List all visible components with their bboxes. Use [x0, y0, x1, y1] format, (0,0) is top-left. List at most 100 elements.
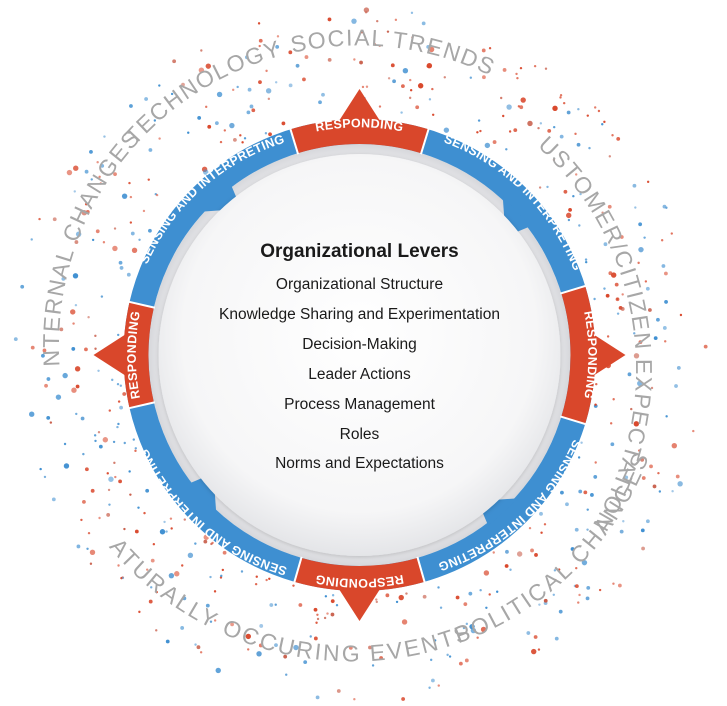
scatter-dot [348, 645, 353, 650]
scatter-dot [417, 83, 424, 89]
scatter-dot [433, 639, 437, 642]
scatter-dot [302, 77, 306, 82]
scatter-dot [638, 222, 643, 227]
scatter-dot [249, 104, 254, 109]
scatter-dot [603, 242, 608, 247]
scatter-dot [428, 686, 431, 689]
scatter-dot [537, 648, 541, 651]
scatter-dot [431, 113, 435, 117]
scatter-dot [108, 503, 111, 506]
scatter-dot [147, 178, 150, 181]
scatter-dot [439, 606, 443, 609]
scatter-dot [658, 490, 662, 493]
scatter-dot [118, 260, 123, 265]
scatter-dot [112, 440, 116, 444]
scatter-dot [633, 353, 640, 359]
scatter-dot [118, 479, 122, 484]
scatter-dot [502, 68, 507, 72]
scatter-dot [146, 568, 149, 571]
responding-arrow-right [592, 333, 626, 377]
scatter-dot [574, 584, 579, 589]
scatter-dot [82, 452, 85, 456]
scatter-dot [662, 204, 667, 209]
scatter-dot [313, 607, 318, 612]
scatter-dot [46, 416, 51, 420]
scatter-dot [187, 131, 190, 134]
scatter-dot [72, 322, 75, 325]
scatter-dot [534, 553, 538, 557]
scatter-dot [119, 405, 123, 410]
scatter-dot [138, 610, 141, 614]
scatter-dot [431, 678, 435, 683]
scatter-dot [567, 218, 571, 222]
scatter-dot [38, 217, 41, 221]
scatter-dot [304, 55, 309, 59]
scatter-dot [517, 105, 521, 108]
scatter-dot [197, 116, 202, 120]
cycle-arrows [93, 89, 626, 621]
scatter-dot [578, 224, 581, 227]
scatter-dot [371, 664, 375, 667]
scatter-dot [134, 447, 137, 450]
responding-label-left: RESPONDING [125, 310, 143, 400]
scatter-dot [267, 97, 271, 101]
scatter-dot [181, 82, 185, 87]
scatter-dot [415, 105, 420, 110]
scatter-dot [656, 317, 660, 322]
scatter-dot [504, 564, 509, 568]
scatter-dot [169, 517, 173, 520]
scatter-dot [336, 689, 341, 693]
scatter-dot [134, 529, 139, 534]
scatter-dot [113, 461, 116, 465]
scatter-dot [293, 644, 299, 651]
scatter-dot [637, 261, 640, 265]
scatter-dot [411, 36, 414, 39]
scatter-dot [679, 313, 683, 317]
scatter-dot [90, 178, 93, 181]
scatter-dot [84, 169, 89, 174]
scatter-dot [246, 110, 251, 115]
scatter-dot [106, 513, 111, 517]
scatter-dot [130, 231, 135, 236]
responding-segment-bottom [294, 557, 425, 592]
scatter-dot [492, 551, 495, 554]
scatter-dot [619, 235, 624, 239]
scatter-dot [203, 539, 208, 544]
scatter-dot [547, 128, 552, 133]
scatter-dot [292, 584, 295, 587]
scatter-dot [463, 602, 468, 607]
scatter-dot [580, 441, 583, 444]
scatter-dot [84, 203, 88, 206]
scatter-dot [562, 101, 566, 105]
responding-segment-left [123, 301, 154, 409]
scatter-dot [318, 100, 322, 105]
scatter-dot [61, 277, 66, 281]
scatter-dot [81, 209, 87, 216]
scatter-dot [538, 603, 541, 606]
scatter-dot [315, 695, 320, 700]
responding-arrow-left [93, 333, 127, 377]
scatter-dot [285, 673, 288, 676]
scatter-dot [155, 590, 158, 594]
scatter-dot [560, 490, 564, 495]
scatter-dot [577, 601, 580, 604]
scatter-dot [610, 272, 617, 278]
scatter-dot [533, 64, 537, 68]
scatter-dot [274, 603, 277, 606]
scatter-dot [538, 186, 542, 189]
scatter-dot [55, 394, 62, 400]
scatter-dot [583, 490, 588, 495]
scatter-dot [129, 493, 132, 496]
scatter-dot [247, 648, 250, 651]
scatter-dot [614, 282, 619, 287]
scatter-dot [653, 336, 658, 340]
scatter-dot [183, 518, 186, 521]
scatter-dot [309, 635, 312, 638]
scatter-dot [607, 204, 612, 209]
scatter-dot [116, 382, 120, 386]
scatter-dot [492, 140, 497, 144]
scatter-dot [554, 578, 557, 582]
scatter-dot [566, 212, 572, 219]
scatter-dot [480, 626, 487, 633]
scatter-dot [113, 227, 117, 230]
